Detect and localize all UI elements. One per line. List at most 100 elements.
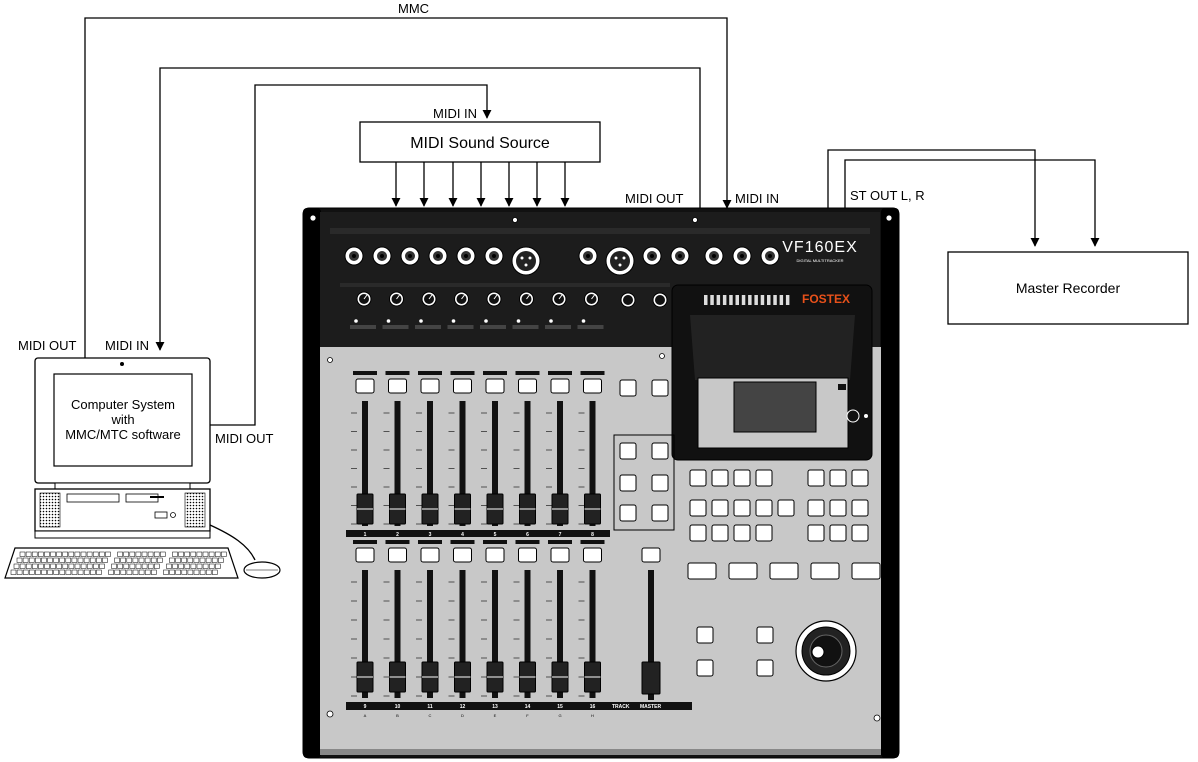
key (193, 557, 200, 563)
control-button[interactable] (651, 474, 669, 492)
key (50, 563, 56, 569)
key (44, 563, 50, 569)
select-button[interactable] (583, 547, 602, 563)
midi-out-to-computer-wire (155, 67, 701, 351)
master-recorder-box: Master Recorder (947, 251, 1189, 325)
control-button[interactable] (755, 524, 773, 542)
control-button[interactable] (689, 469, 707, 487)
key (56, 551, 62, 557)
mmc-label: MMC (398, 1, 429, 16)
select-button[interactable] (485, 378, 505, 394)
control-button[interactable] (733, 469, 751, 487)
master-select-button[interactable] (641, 547, 661, 563)
master-fader-cap[interactable] (641, 661, 661, 695)
control-button[interactable] (733, 524, 751, 542)
track-letter: G (558, 713, 561, 718)
control-button[interactable] (755, 469, 773, 487)
select-button[interactable] (355, 547, 375, 563)
control-button[interactable] (728, 562, 758, 580)
key (153, 551, 160, 557)
control-button[interactable] (651, 442, 669, 460)
control-button[interactable] (696, 626, 714, 644)
key (83, 557, 90, 563)
control-button[interactable] (851, 469, 869, 487)
select-button[interactable] (518, 547, 537, 563)
key (65, 569, 72, 575)
key (86, 551, 93, 557)
midi-in-left-label: MIDI IN (105, 338, 149, 353)
key (190, 563, 197, 569)
control-button[interactable] (810, 562, 840, 580)
control-button[interactable] (851, 524, 869, 542)
control-button[interactable] (756, 659, 774, 677)
control-button[interactable] (651, 504, 669, 522)
control-button[interactable] (696, 659, 714, 677)
key (151, 569, 157, 575)
control-button[interactable] (689, 524, 707, 542)
track-letter: H (591, 713, 594, 718)
key (19, 551, 26, 557)
select-button[interactable] (583, 378, 602, 394)
key (190, 551, 197, 557)
key (44, 551, 50, 557)
jog-wheel[interactable] (795, 620, 857, 682)
control-button[interactable] (829, 524, 847, 542)
upper-channel-strips (351, 371, 605, 526)
model-logo: VF160EX (782, 239, 857, 256)
control-button[interactable] (829, 499, 847, 517)
control-button[interactable] (687, 562, 717, 580)
control-button[interactable] (619, 504, 637, 522)
key (62, 551, 68, 557)
control-button[interactable] (651, 379, 669, 397)
control-button[interactable] (829, 469, 847, 487)
midi-out-right-label: MIDI OUT (625, 191, 684, 206)
control-button[interactable] (807, 469, 825, 487)
key (187, 557, 194, 563)
select-button[interactable] (388, 378, 407, 394)
control-button[interactable] (807, 499, 825, 517)
control-button[interactable] (755, 499, 773, 517)
select-button[interactable] (420, 547, 440, 563)
wires (84, 17, 1100, 426)
key (80, 563, 87, 569)
select-button[interactable] (518, 378, 537, 394)
select-button[interactable] (485, 547, 505, 563)
control-button[interactable] (689, 499, 707, 517)
control-button[interactable] (711, 524, 729, 542)
computer-illustration: Computer System with MMC/MTC software (4, 357, 281, 579)
control-button[interactable] (851, 562, 881, 580)
key (105, 551, 111, 557)
select-button[interactable] (388, 547, 407, 563)
key (114, 557, 120, 563)
select-button[interactable] (453, 378, 472, 394)
track-number: 15 (557, 704, 563, 710)
select-button[interactable] (550, 378, 570, 394)
sound-source-outputs (391, 162, 570, 207)
control-button[interactable] (619, 442, 637, 460)
key (187, 569, 194, 575)
select-button[interactable] (420, 378, 440, 394)
control-button[interactable] (711, 469, 729, 487)
control-button[interactable] (756, 626, 774, 644)
control-button[interactable] (733, 499, 751, 517)
key (166, 563, 172, 569)
key (50, 551, 56, 557)
control-button[interactable] (807, 524, 825, 542)
key (132, 557, 139, 563)
select-button[interactable] (550, 547, 570, 563)
control-button[interactable] (619, 379, 637, 397)
control-button[interactable] (777, 499, 795, 517)
select-button[interactable] (453, 547, 472, 563)
control-button[interactable] (711, 499, 729, 517)
key (25, 563, 32, 569)
key (120, 569, 127, 575)
control-button[interactable] (619, 474, 637, 492)
control-button[interactable] (769, 562, 799, 580)
key (157, 557, 163, 563)
key (99, 563, 105, 569)
key (89, 557, 96, 563)
key (138, 569, 145, 575)
select-button[interactable] (355, 378, 375, 394)
control-button[interactable] (851, 499, 869, 517)
